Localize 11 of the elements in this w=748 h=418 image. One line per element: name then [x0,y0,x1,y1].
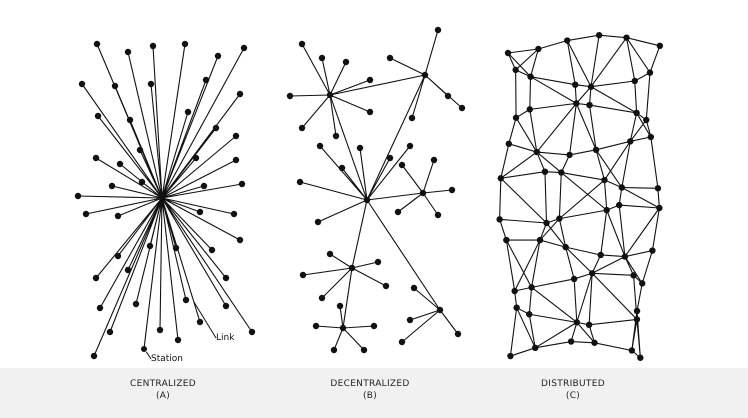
callout-label: Station [151,354,183,365]
network-caption: DISTRIBUTED [540,379,606,389]
leader-line [146,351,152,360]
panel-letter: (B) [362,391,378,401]
panel-letter: (C) [564,391,582,401]
callout-label: Link [216,333,234,344]
network-caption: DECENTRALIZED [329,379,411,389]
network-caption: CENTRALIZED [129,379,197,389]
leader-line [194,302,216,338]
station-dot [140,346,148,352]
panel-letter: (A) [154,391,172,401]
